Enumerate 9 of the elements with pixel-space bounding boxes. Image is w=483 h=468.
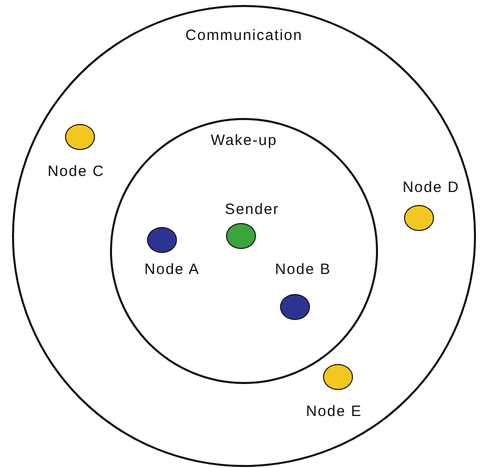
- zone-label: Communication: [184, 27, 304, 44]
- range-circle: [12, 5, 476, 467]
- node-label: Node E: [304, 403, 364, 420]
- node-label: Node C: [46, 163, 106, 180]
- node-label: Node B: [274, 261, 332, 278]
- node-label: Node A: [143, 261, 201, 278]
- zone-label: Wake-up: [210, 132, 278, 149]
- node-label: Sender: [224, 201, 280, 218]
- node-label: Node D: [402, 179, 460, 196]
